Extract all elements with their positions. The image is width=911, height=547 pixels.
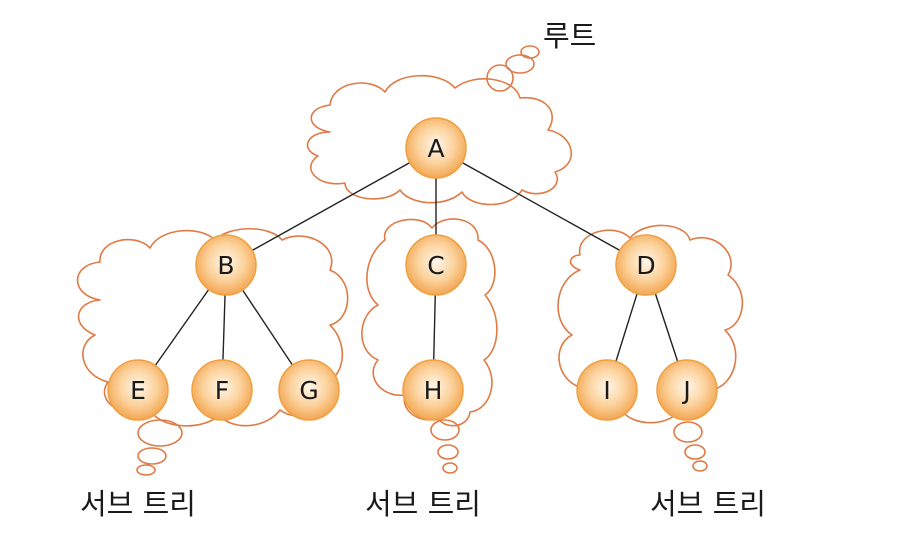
node-circle-I (576, 359, 638, 421)
node-I: I (576, 359, 638, 421)
left-bubble-3 (136, 464, 156, 476)
root-bubble-3 (520, 45, 540, 59)
middle-subtree-cloud (361, 218, 498, 427)
node-circle-F (191, 359, 253, 421)
root-bubble-2 (505, 54, 535, 74)
node-label-H: H (424, 376, 443, 405)
node-D: D (615, 234, 677, 296)
node-circle-H (402, 359, 464, 421)
node-label-F: F (215, 376, 229, 405)
middle-bubble-2 (437, 444, 459, 460)
edge-B-E (154, 289, 210, 366)
node-H: H (402, 359, 464, 421)
node-label-G: G (299, 376, 318, 405)
node-circle-G (278, 359, 340, 421)
node-label-C: C (427, 251, 444, 280)
middle-bubble-3 (442, 462, 458, 474)
node-J: J (656, 359, 718, 421)
node-circle-C (405, 234, 467, 296)
node-F: F (191, 359, 253, 421)
edge-C-H (433, 294, 436, 361)
node-circle-A (405, 117, 467, 179)
node-circle-J (656, 359, 718, 421)
left-bubble-1 (137, 419, 183, 447)
root-cloud (306, 74, 572, 206)
node-C: C (405, 234, 467, 296)
right-bubble-2 (684, 444, 706, 460)
node-circle-E (107, 359, 169, 421)
edge-B-G (242, 289, 293, 366)
node-B: B (195, 234, 257, 296)
edge-D-J (654, 293, 679, 362)
right-bubble-3 (692, 460, 708, 472)
root-bubble-1 (486, 64, 514, 92)
node-label-A: A (427, 134, 444, 163)
node-label-B: B (217, 251, 234, 280)
node-label-D: D (636, 251, 655, 280)
node-A: A (405, 117, 467, 179)
middle-bubble-1 (430, 419, 460, 441)
edge-A-D (461, 161, 621, 252)
node-E: E (107, 359, 169, 421)
edge-A-B (251, 161, 411, 252)
edge-D-I (615, 293, 638, 362)
node-G: G (278, 359, 340, 421)
subtree-label-right: 서브 트리 (650, 487, 766, 521)
left-subtree-cloud (76, 228, 349, 427)
subtree-label-middle: 서브 트리 (365, 487, 481, 521)
node-circle-D (615, 234, 677, 296)
node-circle-B (195, 234, 257, 296)
subtree-label-left: 서브 트리 (80, 487, 196, 521)
root-label: 루트 (543, 19, 597, 53)
edge-B-F (222, 294, 226, 361)
node-label-E: E (130, 376, 146, 405)
left-bubble-2 (137, 447, 167, 465)
node-label-J: J (681, 376, 690, 405)
right-bubble-1 (673, 421, 703, 443)
node-label-I: I (603, 376, 610, 405)
